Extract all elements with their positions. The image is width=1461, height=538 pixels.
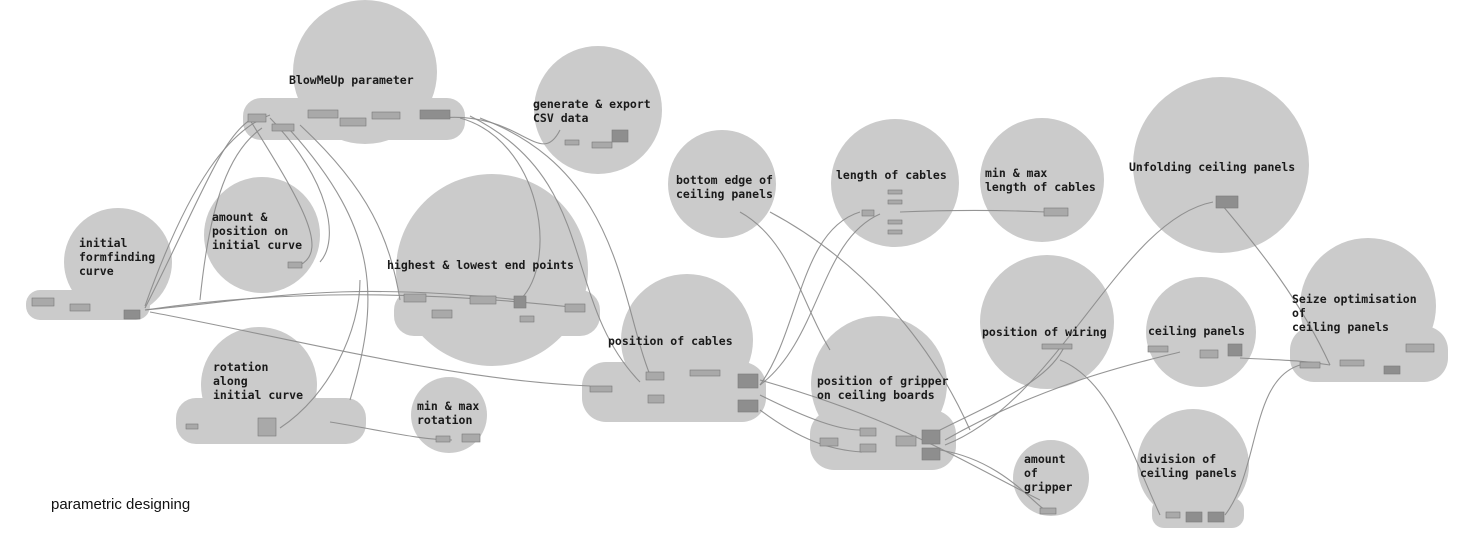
label-minmax-rotation: min & max rotation bbox=[417, 399, 480, 427]
label-seize: Seize optimisation of ceiling panels bbox=[1292, 292, 1417, 334]
blob-unfolding[interactable] bbox=[1133, 77, 1309, 253]
label-position-cables: position of cables bbox=[608, 334, 733, 348]
blob-initial[interactable] bbox=[64, 208, 172, 316]
wires bbox=[144, 114, 1331, 516]
blob-gripper-tail bbox=[810, 410, 956, 470]
label-initial: initial formfinding curve bbox=[79, 236, 156, 278]
node-initial-curve[interactable] bbox=[31, 297, 55, 307]
node-rotation[interactable] bbox=[257, 417, 277, 437]
label-minmax-length: min & max length of cables bbox=[985, 166, 1096, 194]
label-csv: generate & export CSV data bbox=[533, 97, 651, 125]
label-amount-gripper: amount of gripper bbox=[1024, 452, 1073, 494]
label-unfolding: Unfolding ceiling panels bbox=[1129, 160, 1296, 174]
blob-amount-gripper[interactable] bbox=[1013, 440, 1089, 516]
group-blobs bbox=[26, 0, 1448, 528]
components bbox=[31, 109, 1435, 523]
blob-ceiling-panels[interactable] bbox=[1146, 277, 1256, 387]
label-amount-position: amount & position on initial curve bbox=[212, 210, 303, 252]
blob-position-wiring[interactable] bbox=[980, 255, 1114, 389]
label-ceiling-panels: ceiling panels bbox=[1148, 324, 1245, 338]
label-highest-lowest: highest & lowest end points bbox=[387, 258, 574, 272]
blob-seize-tail bbox=[1290, 326, 1448, 382]
label-gripper-position: position of gripper on ceiling boards bbox=[817, 374, 949, 402]
blob-length-cables[interactable] bbox=[831, 119, 959, 247]
label-position-wiring: position of wiring bbox=[982, 325, 1107, 339]
blob-division[interactable] bbox=[1137, 409, 1249, 521]
blob-position-cables-tail bbox=[582, 362, 766, 422]
label-bottom-edge: bottom edge of ceiling panels bbox=[676, 173, 773, 201]
label-blowmeup: BlowMeUp parameter bbox=[289, 73, 414, 87]
label-length-cables: length of cables bbox=[836, 168, 947, 182]
blob-highest-tail bbox=[394, 290, 600, 336]
label-rotation: rotation along initial curve bbox=[213, 360, 304, 402]
blob-bottom-edge[interactable] bbox=[668, 130, 776, 238]
figure-caption: parametric designing bbox=[51, 496, 191, 513]
label-division: division of ceiling panels bbox=[1140, 452, 1237, 480]
